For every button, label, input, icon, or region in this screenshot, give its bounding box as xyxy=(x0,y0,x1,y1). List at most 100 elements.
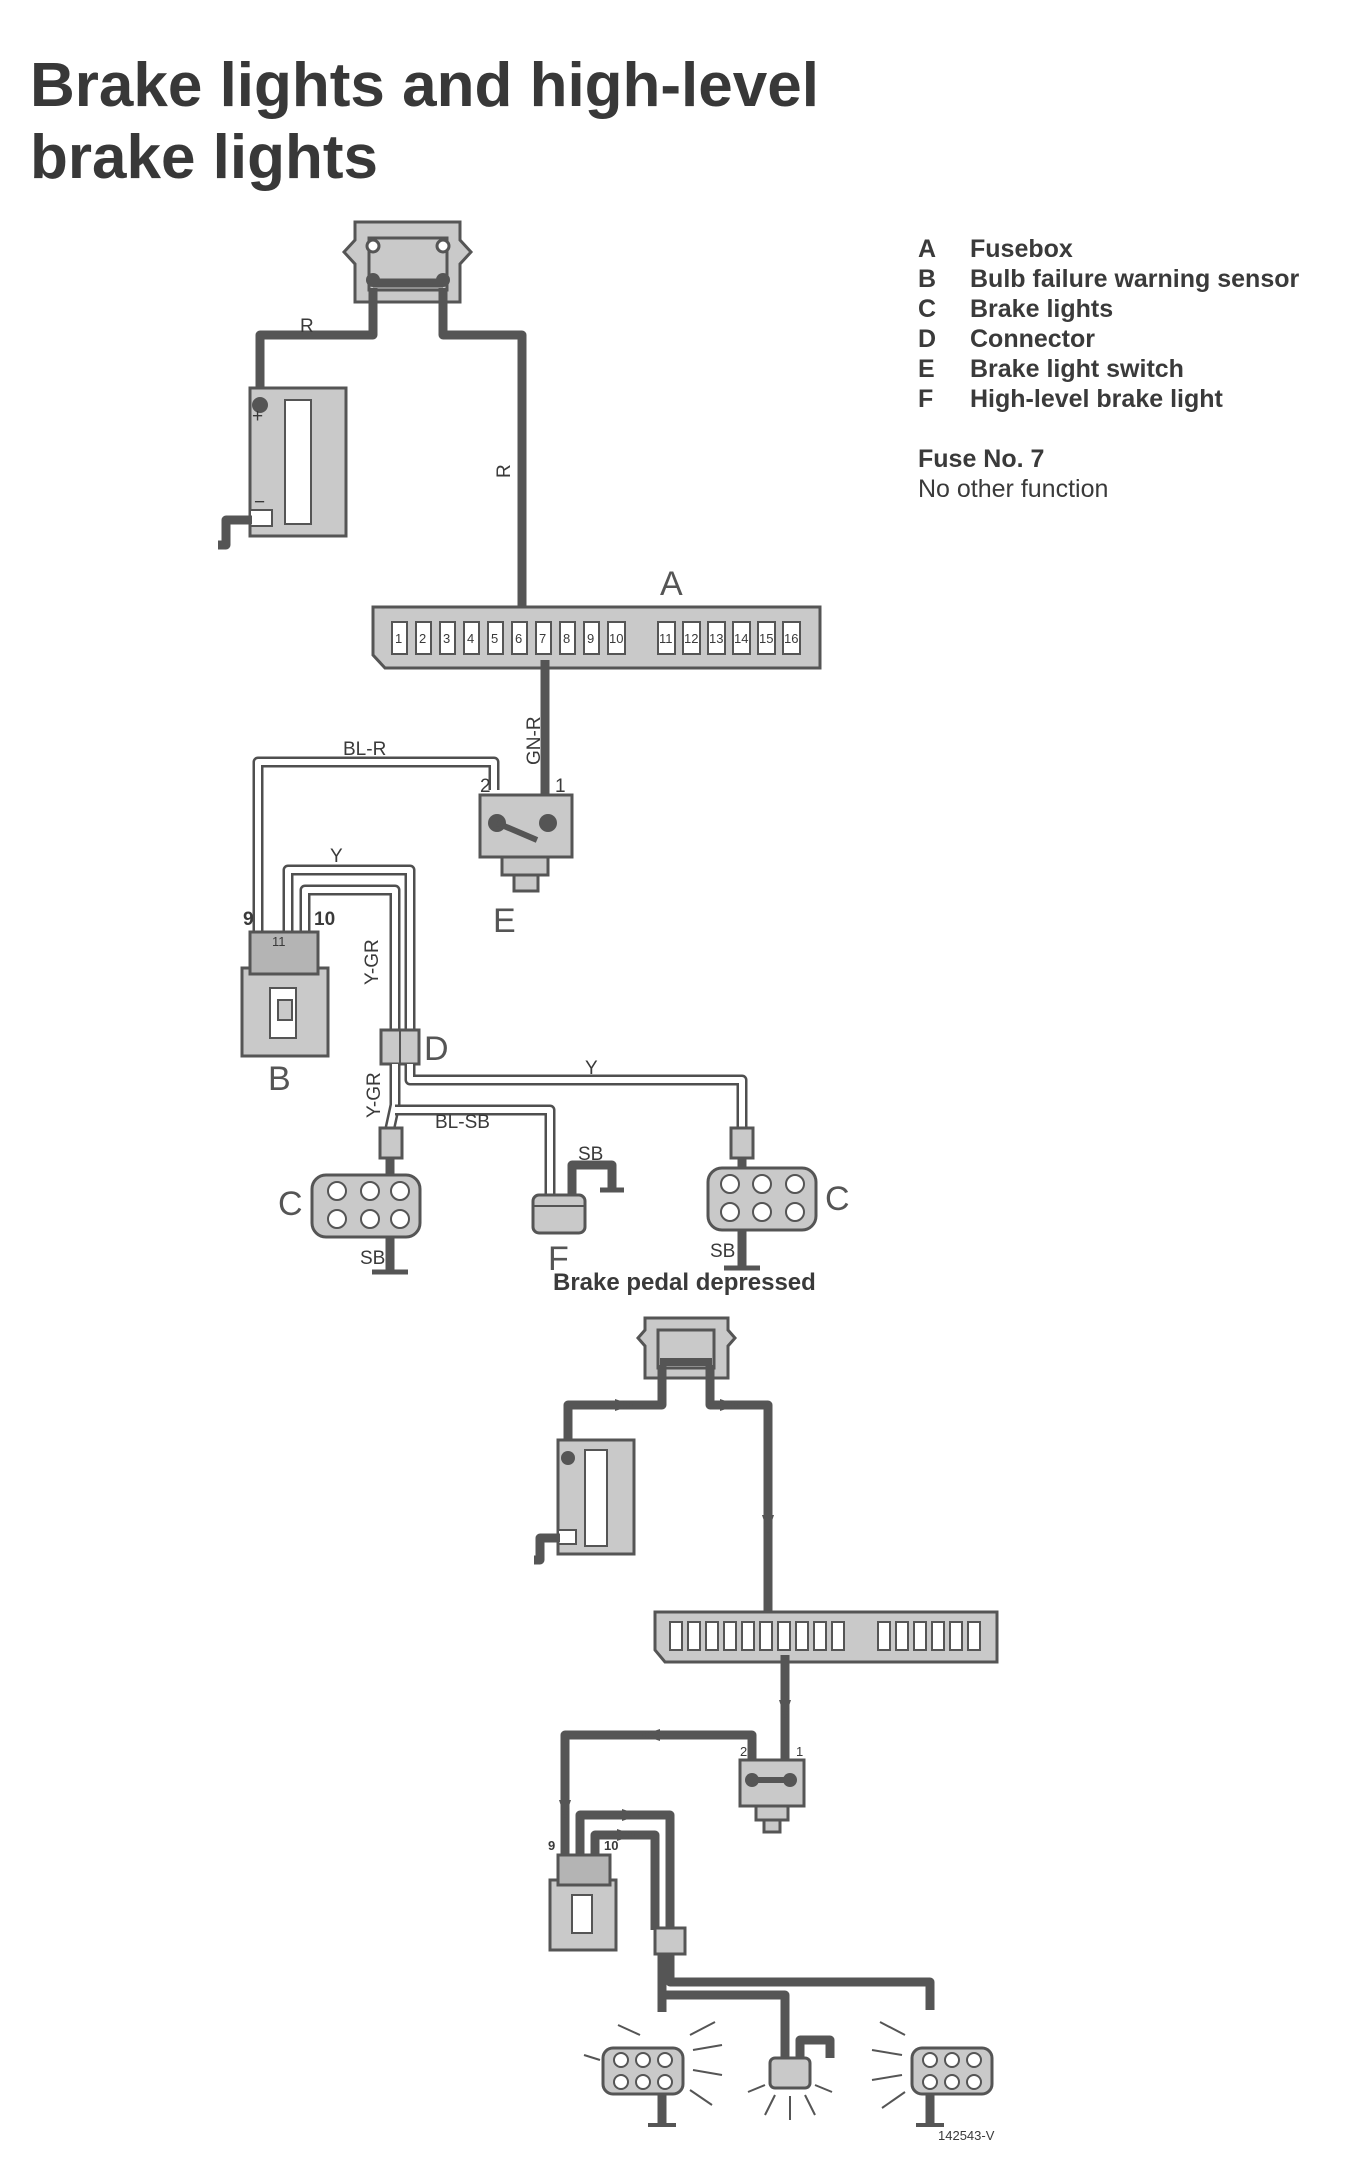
fuse-number: 12 xyxy=(684,631,698,646)
figure-code: 142543-V xyxy=(938,2128,995,2143)
top-wiring-diagram: R R + − 1 2 3 4 5 xyxy=(218,220,850,1278)
wire-label-r: R xyxy=(494,464,515,478)
fuse-row: 1 2 3 4 5 6 7 8 9 10 11 12 13 14 15 16 xyxy=(391,621,801,655)
ground-label-sb: SB xyxy=(578,1144,603,1165)
legend-key: A xyxy=(918,235,937,263)
active-wiring-diagram: 2 1 9 10 xyxy=(534,1316,999,2143)
wire-active-high xyxy=(662,1990,790,2058)
legend-key: C xyxy=(918,295,937,323)
brake-light-switch: 2 1 E xyxy=(478,776,574,940)
wire-r-fusebox xyxy=(438,288,527,612)
current-arrow xyxy=(779,1700,791,1718)
page-title: Brake lights and high-level brake lights xyxy=(30,50,819,194)
wire-label-bl-r: BL-R xyxy=(343,739,386,760)
fuse-number: 10 xyxy=(609,631,623,646)
wire-bl-r xyxy=(255,759,497,935)
wire-label-bl-sb: BL-SB xyxy=(435,1112,490,1133)
wire-label-y-gr: Y-GR xyxy=(364,1072,385,1118)
brake-light-switch: 2 1 xyxy=(738,1744,806,1834)
fuse-number: 9 xyxy=(587,631,594,646)
fuse-number: 5 xyxy=(491,631,498,646)
battery-minus: − xyxy=(254,492,265,513)
current-arrow xyxy=(622,1809,640,1821)
fuse-note: Fuse No. 7 No other function xyxy=(918,444,1108,504)
title-line-1: Brake lights and high-level xyxy=(30,51,819,120)
legend-label: Connector xyxy=(970,325,1095,353)
current-arrow xyxy=(617,1829,635,1841)
sensor-letter: B xyxy=(268,1060,291,1098)
high-level-brake-light xyxy=(747,2035,835,2120)
fuse-number: 4 xyxy=(467,631,474,646)
connector: D xyxy=(379,1028,449,1068)
fuse-number: 13 xyxy=(709,631,723,646)
wire-y-sensor xyxy=(285,867,413,1038)
fuse-number: 2 xyxy=(419,631,426,646)
ignition-switch xyxy=(636,1316,737,1380)
sensor-pin-10: 10 xyxy=(604,1838,618,1853)
brake-light-letter: C xyxy=(825,1180,850,1218)
ignition-switch xyxy=(341,220,474,304)
bulb-failure-sensor: 9 10 xyxy=(548,1838,618,1952)
switch-pin-2: 2 xyxy=(740,1744,747,1759)
fusebox: 1 2 3 4 5 6 7 8 9 10 11 12 13 14 15 16 xyxy=(371,565,822,670)
fuse-number: 3 xyxy=(443,631,450,646)
current-arrow xyxy=(615,1399,633,1411)
sensor-pin-9: 9 xyxy=(548,1838,555,1853)
legend-item: D Connector xyxy=(918,324,1299,354)
wire-label-gn-r: GN-R xyxy=(524,716,545,765)
ground-label-sb: SB xyxy=(710,1241,735,1262)
high-level-brake-light: SB F xyxy=(531,1144,624,1278)
ground-label-sb: SB xyxy=(360,1248,385,1269)
sensor-pin-11: 11 xyxy=(272,934,286,949)
wire-active-right xyxy=(665,1954,935,2010)
current-arrow xyxy=(720,1399,738,1411)
fusebox xyxy=(653,1610,999,1664)
left-brake-light xyxy=(583,2021,723,2127)
switch-pin-1: 1 xyxy=(555,776,566,797)
switch-letter: E xyxy=(493,902,516,940)
switch-pin-2: 2 xyxy=(480,776,491,797)
legend-label: Bulb failure warning sensor xyxy=(970,265,1300,293)
sensor-pin-9: 9 xyxy=(243,909,254,930)
wire-label-y-gr: Y-GR xyxy=(362,939,383,985)
fuse-number: 8 xyxy=(563,631,570,646)
current-arrow xyxy=(762,1515,774,1533)
fuse-function-note: No other function xyxy=(918,475,1109,503)
legend-label: Brake light switch xyxy=(970,355,1184,383)
wire-y-right-light xyxy=(407,1064,745,1128)
sensor-pin-10: 10 xyxy=(314,909,335,930)
legend-item: F High-level brake light xyxy=(918,384,1299,414)
wire-label-y: Y xyxy=(330,846,343,867)
right-brake-light xyxy=(871,2021,994,2127)
legend-key: D xyxy=(918,325,937,353)
current-arrow xyxy=(642,1729,660,1741)
legend-key: F xyxy=(918,385,934,413)
current-arrow xyxy=(559,1800,571,1818)
legend-key: E xyxy=(918,355,935,383)
wire-active-fusebox xyxy=(705,1365,773,1645)
fuse-number: 11 xyxy=(659,631,673,646)
wire-r-battery xyxy=(255,288,378,405)
fuse-number: 16 xyxy=(784,631,798,646)
legend-item: E Brake light switch xyxy=(918,354,1299,384)
right-brake-light: SB C xyxy=(706,1126,850,1271)
brake-light-letter: C xyxy=(278,1185,303,1223)
fuse-number: 6 xyxy=(515,631,522,646)
high-level-light-letter: F xyxy=(548,1240,569,1278)
left-brake-light: SB C xyxy=(278,1126,422,1275)
switch-pin-1: 1 xyxy=(796,1744,803,1759)
fuse-number: Fuse No. 7 xyxy=(918,445,1045,473)
fuse-number: 15 xyxy=(759,631,773,646)
battery xyxy=(534,1438,636,1565)
connector xyxy=(653,1926,687,1956)
connector-letter: D xyxy=(424,1030,449,1068)
legend-label: High-level brake light xyxy=(970,385,1223,413)
fuse-number: 1 xyxy=(395,631,402,646)
wire-y-gr-sensor xyxy=(302,887,398,1038)
